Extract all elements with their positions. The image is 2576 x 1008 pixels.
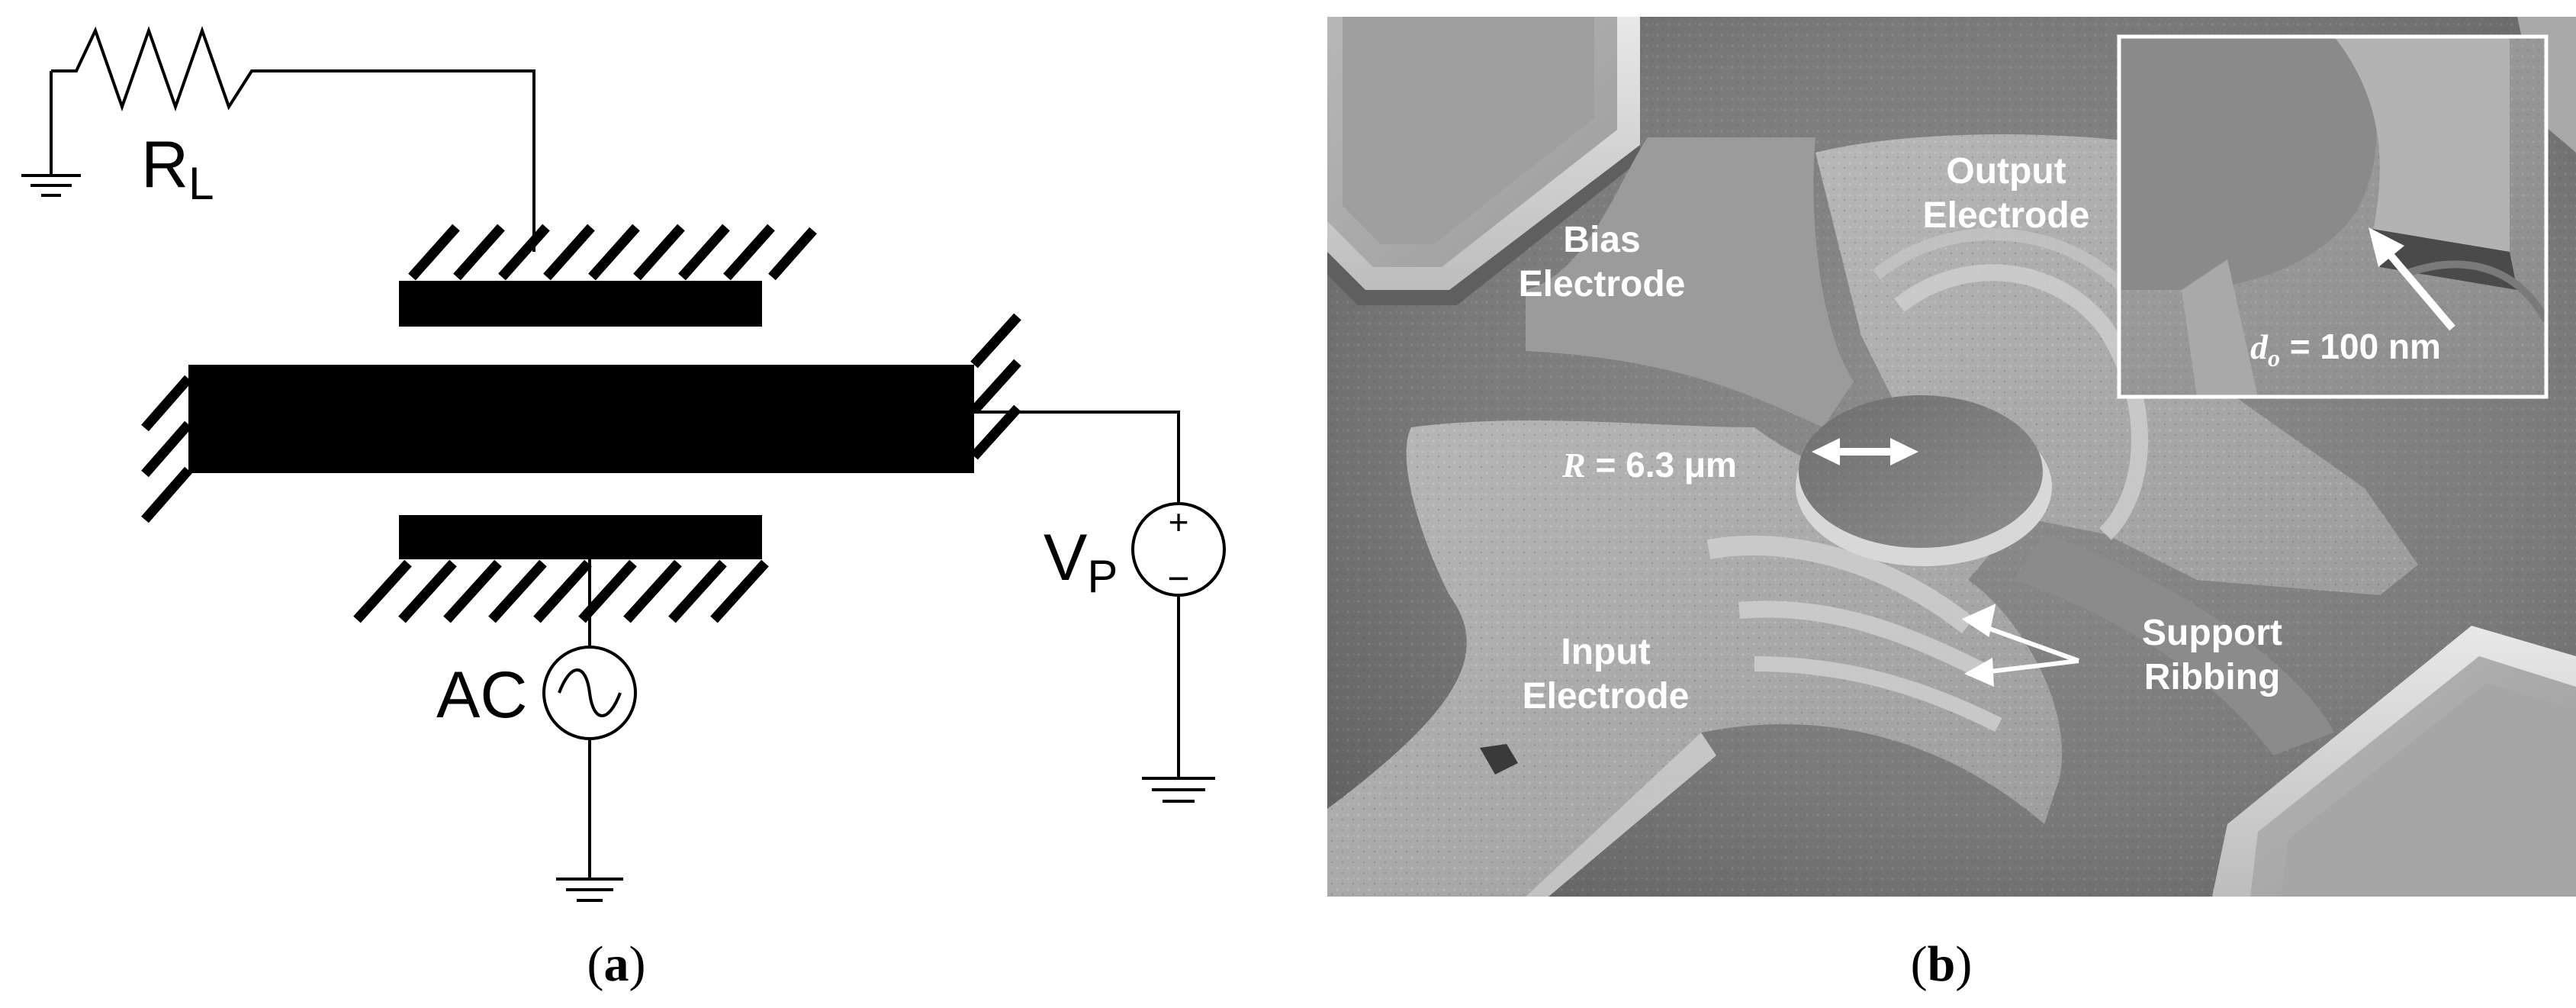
ac-label: AC <box>436 659 527 732</box>
inset-border <box>2117 34 2549 399</box>
load-resistor <box>51 25 535 252</box>
trace-right <box>2014 534 2334 755</box>
load-resistor-label: RL <box>141 128 214 209</box>
panel-a-schematic: RL <box>21 25 1226 992</box>
ribbing-pointer-arrows <box>1961 604 2080 687</box>
sine-wave-icon <box>558 668 622 717</box>
support-ribbing <box>1706 535 2002 732</box>
disk-resonator <box>1796 395 2052 566</box>
bond-pad-bottom-right <box>2212 626 2576 897</box>
top-electrode <box>399 224 817 327</box>
bottom-electrode <box>353 515 769 623</box>
plus-sign: + <box>1169 502 1189 542</box>
ac-wiring <box>556 559 623 902</box>
bond-pad-top-left <box>1327 17 1640 305</box>
bias-electrode <box>1526 137 1854 427</box>
surface-defect <box>1480 744 1518 775</box>
ground-symbol-left <box>21 71 81 197</box>
vp-label: VP <box>1044 521 1118 602</box>
resonator-beam <box>141 313 1021 523</box>
bias-wiring <box>974 411 1215 803</box>
caption-a: (a) <box>587 936 646 992</box>
inset-zoom <box>2117 34 2549 399</box>
caption-b: (b) <box>1911 936 1973 992</box>
gap-arrow <box>2369 227 2455 331</box>
radius-arrow <box>1812 438 1918 465</box>
ac-source <box>542 646 637 740</box>
gap-label: do = 100 nm <box>2250 327 2441 372</box>
minus-sign: − <box>1167 557 1189 600</box>
radius-label: R = 6.3 μm <box>1561 445 1737 485</box>
vp-source: + − <box>1131 502 1226 600</box>
